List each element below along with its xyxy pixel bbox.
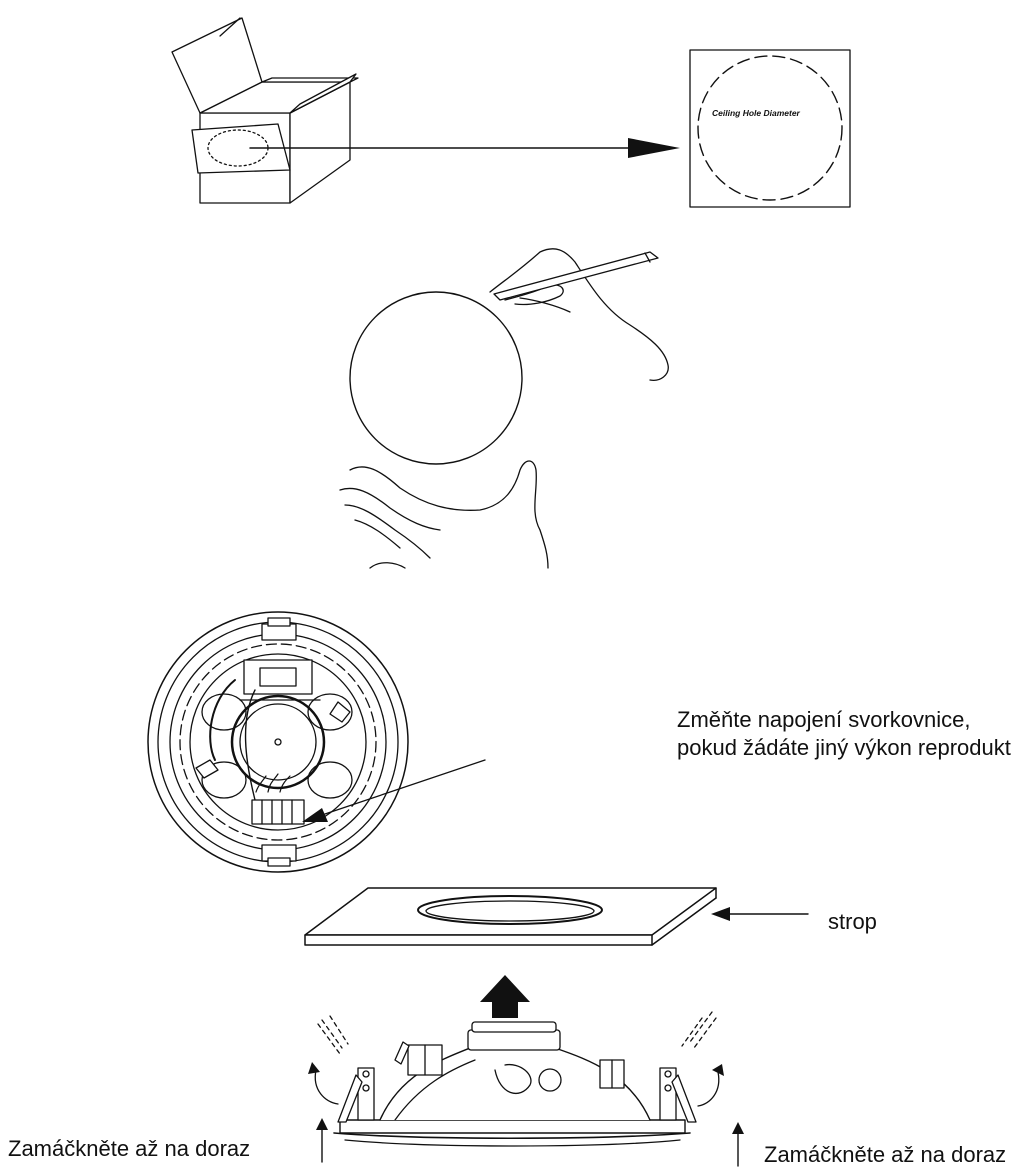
press-label-left: Zamáčkněte až na doraz [8,1136,251,1161]
press-arrow-right [732,1122,744,1167]
tracing-circle-illustration [339,248,669,569]
hole-template-card [689,49,851,208]
speaker-back-view [147,611,409,873]
press-arrow-left [316,1118,328,1163]
ceiling-panel [304,887,717,946]
ceiling-label: strop [828,909,877,934]
speaker-side-view [308,1011,724,1147]
template-caption: Ceiling Hole Diameter [712,108,800,118]
terminal-callout-arrow [302,759,486,822]
lift-arrow [480,975,530,1018]
press-label-right: Zamáčkněte až na doraz [764,1142,1007,1167]
arrow-to-template [249,138,680,158]
ceiling-pointer-arrow [711,907,809,921]
wiring-note-line2: pokud žádáte jiný výkon reproduktoru. [677,735,1011,760]
wiring-note-line1: Změňte napojení svorkovnice, [677,707,971,732]
wiring-note: Změňte napojení svorkovnice, pokud žádát… [677,706,1011,762]
open-box-illustration [171,17,359,204]
